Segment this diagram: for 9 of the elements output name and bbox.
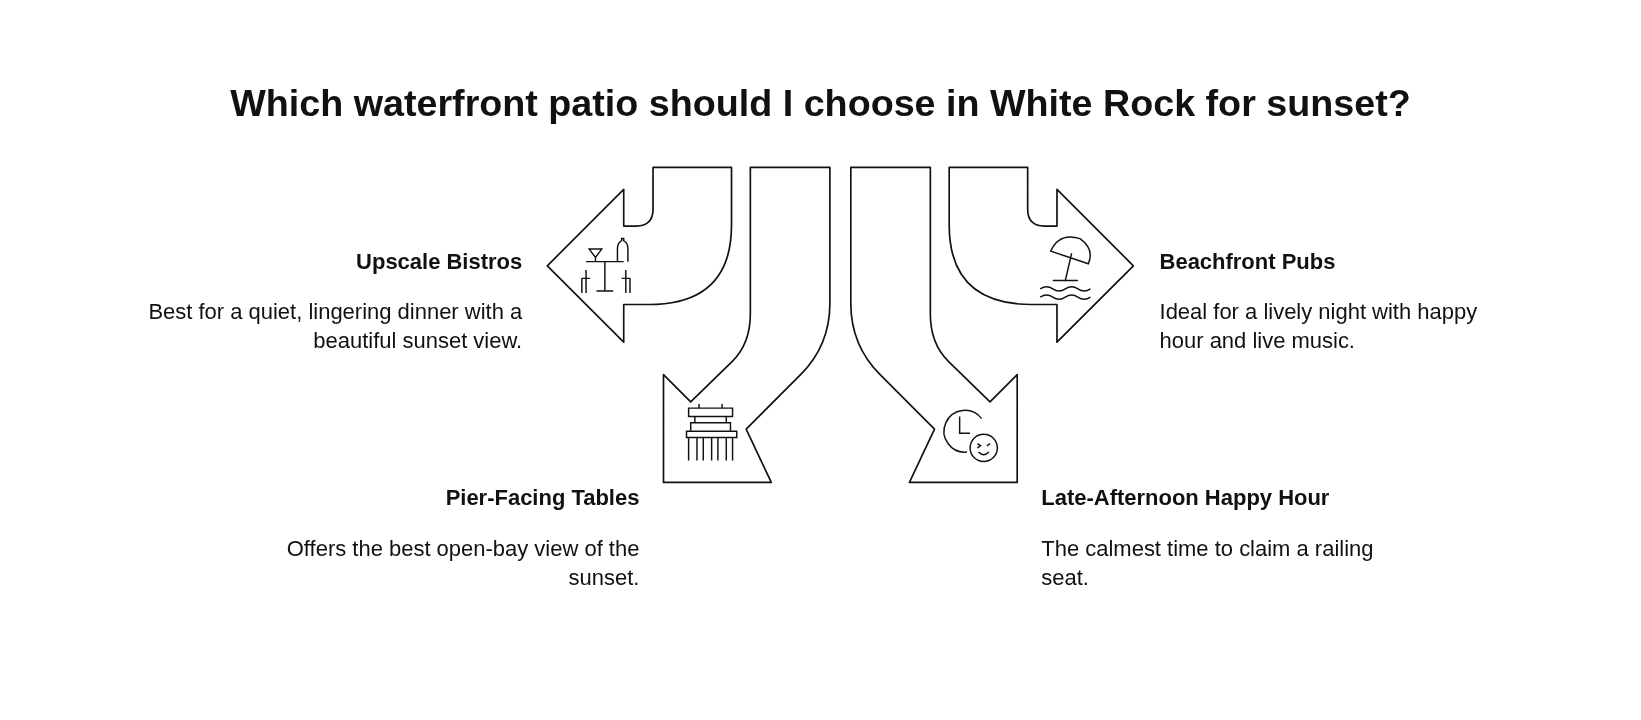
option-description: Best for a quiet, lingering dinner with a beautiful sunset view. xyxy=(147,298,523,355)
option-description: The calmest time to claim a railing seat. xyxy=(1041,534,1375,592)
option-description: Ideal for a lively night with happy hour and live music. xyxy=(1159,298,1479,355)
option-heading: Upscale Bistros xyxy=(355,248,523,276)
option-description: Offers the best open-bay view of the sunset. xyxy=(285,534,640,592)
option-heading: Beachfront Pubs xyxy=(1159,248,1337,276)
title: Which waterfront patio should I choose in White Rock for sunset? xyxy=(229,81,1412,126)
option-heading: Late-Afternoon Happy Hour xyxy=(1041,484,1331,512)
option-heading: Pier-Facing Tables xyxy=(444,484,640,512)
